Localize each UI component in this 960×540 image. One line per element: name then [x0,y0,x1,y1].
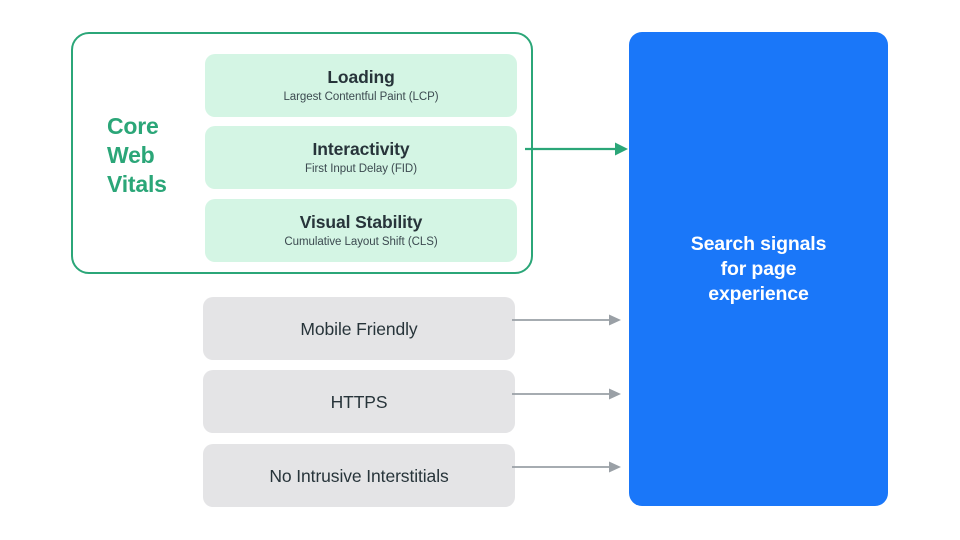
vital-card-visual-stability[interactable]: Visual Stability Cumulative Layout Shift… [205,199,517,262]
arrow-https-to-outcome-icon [512,388,621,400]
factor-label: Mobile Friendly [300,318,418,339]
factor-label: HTTPS [330,391,388,412]
vital-card-interactivity[interactable]: Interactivity First Input Delay (FID) [205,126,517,189]
vital-title: Visual Stability [299,211,423,232]
outcome-label: Search signals for page experience [690,232,827,305]
vital-title: Interactivity [312,138,410,159]
vital-title: Loading [327,66,395,87]
vital-subtitle: Largest Contentful Paint (LCP) [283,90,439,103]
core-web-vitals-label-line-3: Vitals [107,171,167,197]
factor-card-https[interactable]: HTTPS [203,370,515,433]
arrow-mobile-friendly-to-outcome-icon [512,314,621,326]
core-web-vitals-label-line-1: Core [107,113,159,139]
core-web-vitals-group-label: Core Web Vitals [107,112,219,199]
arrow-core-web-vitals-to-outcome-icon [525,142,628,156]
search-signals-outcome-panel[interactable]: Search signals for page experience [629,32,888,506]
factor-card-mobile-friendly[interactable]: Mobile Friendly [203,297,515,360]
factor-card-no-intrusive-interstitials[interactable]: No Intrusive Interstitials [203,444,515,507]
factor-label: No Intrusive Interstitials [269,465,449,486]
vital-subtitle: First Input Delay (FID) [305,162,417,175]
arrow-no-intrusive-interstitials-to-outcome-icon [512,461,621,473]
vital-card-loading[interactable]: Loading Largest Contentful Paint (LCP) [205,54,517,117]
core-web-vitals-group: Core Web Vitals Loading Largest Contentf… [71,32,533,274]
vital-subtitle: Cumulative Layout Shift (CLS) [284,235,438,248]
core-web-vitals-label-line-2: Web [107,142,155,168]
